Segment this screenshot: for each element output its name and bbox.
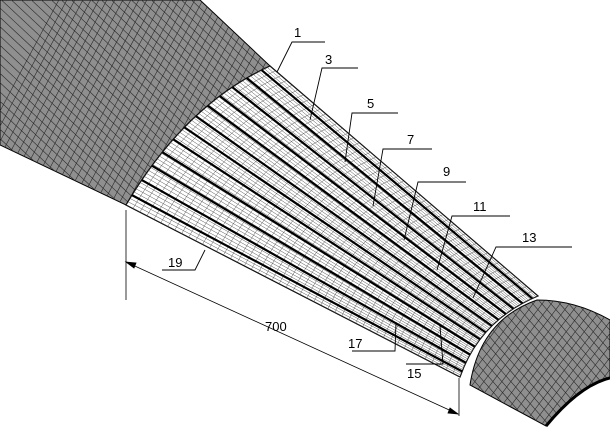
cone-section [125, 65, 540, 378]
label-1: 1 [294, 25, 301, 40]
leader-11 [436, 215, 510, 271]
dimension-700 [124, 210, 460, 416]
leader-9 [403, 181, 466, 241]
leaders [162, 41, 572, 365]
label-7: 7 [407, 132, 414, 147]
label-17: 17 [348, 336, 362, 351]
leader-19 [162, 249, 206, 271]
dimension-label-700: 700 [265, 319, 287, 334]
label-5: 5 [367, 96, 374, 111]
leader-17 [352, 321, 397, 352]
label-11: 11 [473, 199, 487, 214]
label-19: 19 [168, 255, 182, 270]
leader-1 [276, 41, 325, 73]
label-15: 15 [407, 366, 421, 381]
part-labels: 1 3 5 7 9 11 13 15 17 19 [168, 25, 536, 381]
leader-15 [406, 325, 444, 365]
leader-7 [372, 148, 432, 207]
label-9: 9 [443, 164, 450, 179]
leader-3 [309, 67, 358, 121]
label-13: 13 [522, 230, 536, 245]
leader-13 [472, 246, 572, 299]
label-3: 3 [325, 52, 332, 67]
leader-5 [344, 112, 398, 163]
